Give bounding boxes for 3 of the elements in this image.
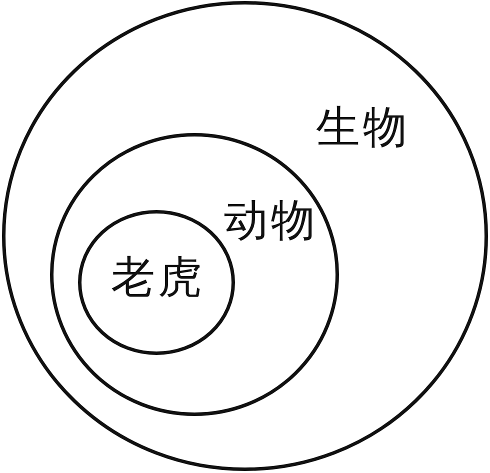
set-label: 动物 [224,199,318,243]
set-label: 生物 [316,106,410,150]
set-label: 老虎 [111,256,205,300]
